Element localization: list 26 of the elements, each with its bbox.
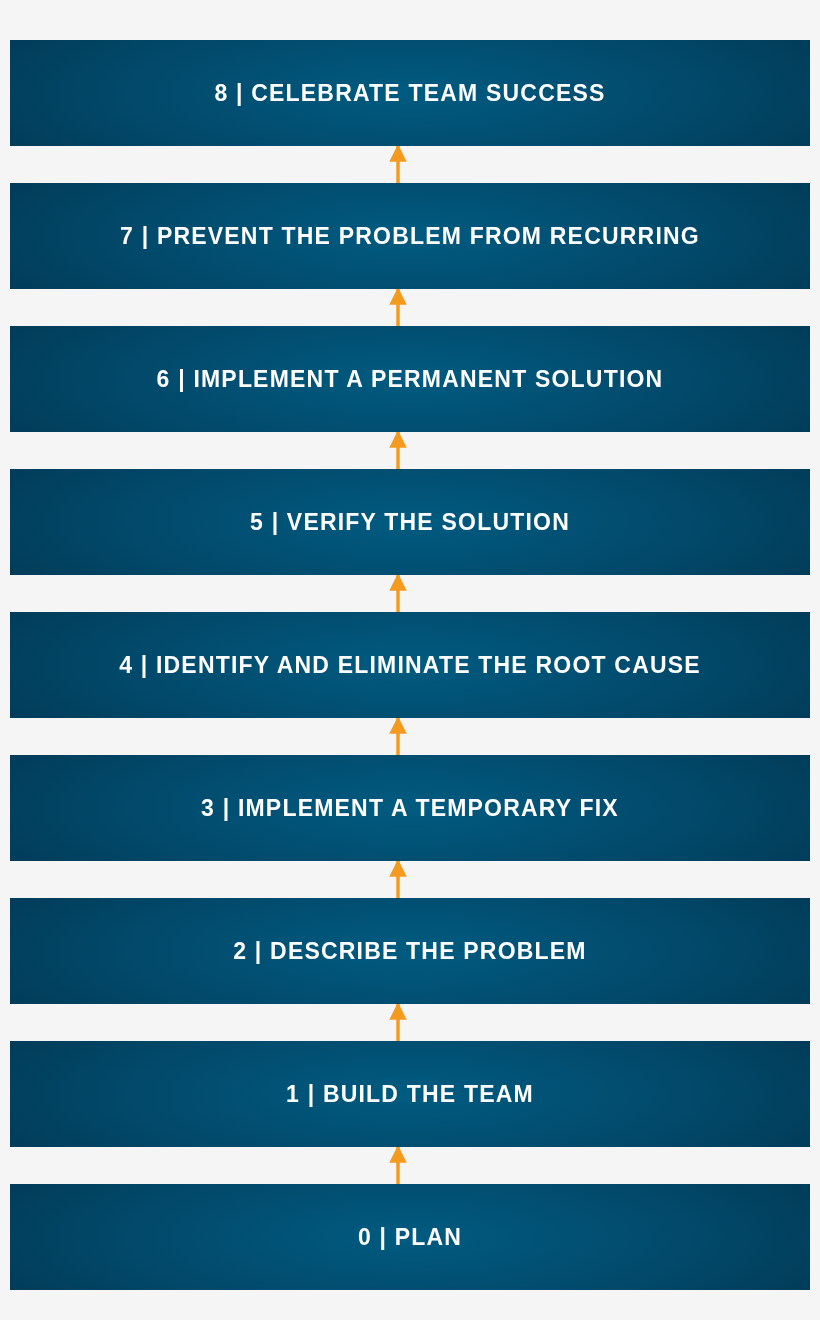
arrow xyxy=(389,287,407,326)
step-label: 7 | PREVENT THE PROBLEM FROM RECURRING xyxy=(120,222,700,250)
step-label: 2 | DESCRIBE THE PROBLEM xyxy=(233,937,587,965)
arrow xyxy=(389,573,407,612)
step-label: 0 | PLAN xyxy=(357,1223,463,1251)
step-bar xyxy=(10,326,810,432)
step-label: 8 | CELEBRATE TEAM SUCCESS xyxy=(214,79,606,107)
step-bar xyxy=(10,755,810,861)
arrow xyxy=(389,716,407,755)
step-label: 3 | IMPLEMENT A TEMPORARY FIX xyxy=(201,794,619,822)
arrow xyxy=(389,430,407,469)
step-bar xyxy=(10,469,810,575)
step-bar xyxy=(10,1184,810,1290)
step-bar xyxy=(10,612,810,718)
step-bar xyxy=(10,1041,810,1147)
step-label: 6 | IMPLEMENT A PERMANENT SOLUTION xyxy=(156,365,664,393)
step-bar xyxy=(10,898,810,1004)
arrow xyxy=(389,144,407,183)
arrow xyxy=(389,859,407,898)
step-label: 1 | BUILD THE TEAM xyxy=(286,1080,534,1108)
arrow xyxy=(389,1145,407,1184)
arrow xyxy=(389,1002,407,1041)
step-bar xyxy=(10,40,810,146)
step-label: 4 | IDENTIFY AND ELIMINATE THE ROOT CAUSE xyxy=(119,651,701,679)
step-label: 5 | VERIFY THE SOLUTION xyxy=(250,508,570,536)
step-bar xyxy=(10,183,810,289)
